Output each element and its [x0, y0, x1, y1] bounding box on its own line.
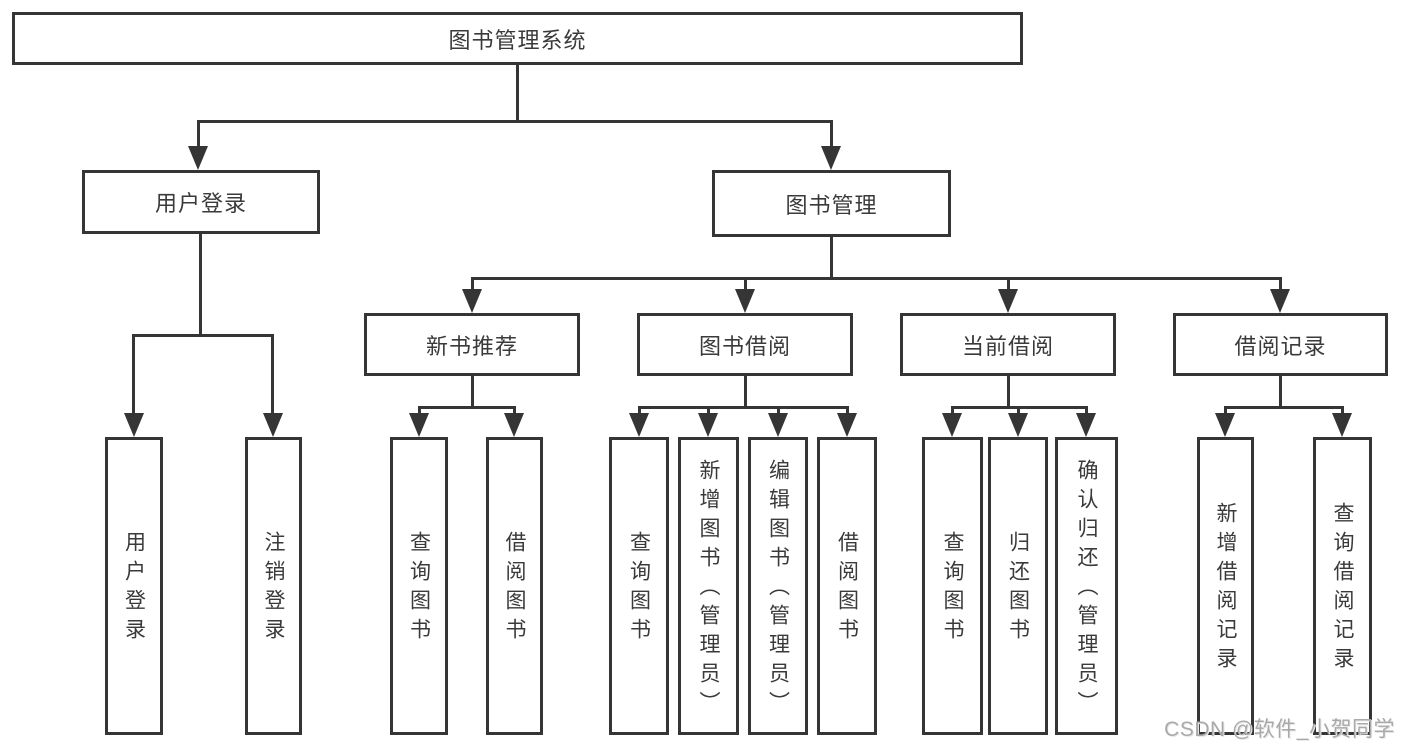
connector-shaft [1279, 277, 1282, 292]
connector-shaft [638, 406, 641, 416]
connector-shaft [830, 120, 833, 148]
connector-shaft [471, 277, 474, 292]
connector-shaft [271, 334, 274, 416]
connector-shaft [132, 334, 135, 416]
connector-shaft [513, 406, 516, 416]
leaf-current-return-books: 归还图书 [988, 437, 1048, 735]
arrowhead-icon [998, 289, 1018, 313]
arrowhead-icon [263, 413, 283, 437]
leaf-records-add-record: 新增借阅记录 [1197, 437, 1254, 735]
arrowhead-icon [1215, 413, 1235, 437]
node-book-management: 图书管理 [712, 170, 951, 237]
connector-shaft [1085, 406, 1088, 416]
connector-root-rail [197, 120, 832, 123]
leaf-recommend-query-books: 查询图书 [390, 437, 448, 735]
leaf-current-query-books: 查询图书 [922, 437, 983, 735]
node-book-borrowing: 图书借阅 [637, 313, 853, 376]
connector-user-stem [199, 234, 202, 337]
connector-user-rail [132, 334, 274, 337]
arrowhead-icon [188, 146, 208, 170]
arrowhead-icon [462, 289, 482, 313]
arrowhead-icon [1332, 413, 1352, 437]
leaf-logout: 注销登录 [245, 437, 302, 735]
arrowhead-icon [768, 413, 788, 437]
arrowhead-icon [504, 413, 524, 437]
arrowhead-icon [698, 413, 718, 437]
leaf-borrow-query-books: 查询图书 [609, 437, 669, 735]
arrowhead-icon [837, 413, 857, 437]
connector-shaft [1224, 406, 1227, 416]
connector-bb-stem [744, 376, 747, 409]
node-current-borrowing: 当前借阅 [900, 313, 1116, 376]
connector-root-stem [516, 65, 519, 123]
connector-shaft [197, 120, 200, 148]
leaf-borrow-borrow-books: 借阅图书 [817, 437, 877, 735]
arrowhead-icon [629, 413, 649, 437]
connector-shaft [1017, 406, 1020, 416]
arrowhead-icon [821, 146, 841, 170]
connector-nb-rail [418, 406, 516, 409]
leaf-borrow-add-books-admin: 新增图书（管理员） [678, 437, 739, 735]
connector-shaft [951, 406, 954, 416]
arrowhead-icon [1270, 289, 1290, 313]
leaf-user-login: 用户登录 [105, 437, 163, 735]
arrowhead-icon [942, 413, 962, 437]
node-library-management-system: 图书管理系统 [12, 12, 1023, 65]
connector-br-rail [1224, 406, 1344, 409]
arrowhead-icon [1076, 413, 1096, 437]
connector-bb-rail [638, 406, 849, 409]
connector-shaft [1007, 277, 1010, 292]
connector-shaft [1341, 406, 1344, 416]
arrowhead-icon [1008, 413, 1028, 437]
connector-cb-stem [1007, 376, 1010, 409]
connector-shaft [777, 406, 780, 416]
leaf-recommend-borrow-books: 借阅图书 [486, 437, 543, 735]
connector-br-stem [1279, 376, 1282, 409]
connector-nb-stem [471, 376, 474, 409]
leaf-records-query-record: 查询借阅记录 [1313, 437, 1372, 735]
arrowhead-icon [124, 413, 144, 437]
connector-shaft [418, 406, 421, 416]
arrowhead-icon [409, 413, 429, 437]
node-new-book-recommendation: 新书推荐 [364, 313, 580, 376]
leaf-current-confirm-return-admin: 确认归还（管理员） [1055, 437, 1118, 735]
node-user-login: 用户登录 [82, 170, 320, 234]
leaf-borrow-edit-books-admin: 编辑图书（管理员） [748, 437, 808, 735]
node-borrowing-records: 借阅记录 [1173, 313, 1388, 376]
arrowhead-icon [735, 289, 755, 313]
connector-book-rail [471, 277, 1282, 280]
csdn-watermark: CSDN @软件_小贺同学 [1164, 718, 1395, 741]
connector-shaft [707, 406, 710, 416]
connector-shaft [744, 277, 747, 292]
connector-book-stem [830, 237, 833, 280]
connector-shaft [846, 406, 849, 416]
